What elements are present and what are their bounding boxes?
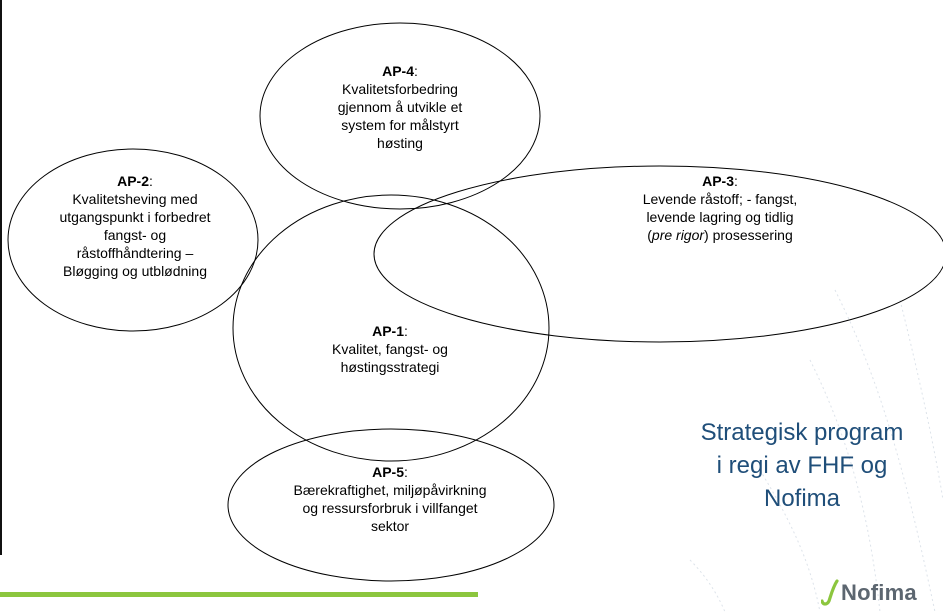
ap3-code: AP-3 — [702, 173, 734, 189]
ap3-line-3-italic: pre rigor — [651, 227, 705, 243]
ap3-line-1: Levende råstoff; - fangst, — [642, 191, 798, 207]
ap2-text: AP-2: Kvalitetsheving med utgangspunkt i… — [20, 172, 250, 280]
nofima-logo: Nofima — [821, 578, 917, 608]
background-pattern — [689, 289, 943, 612]
ellipse-ap5 — [227, 428, 555, 582]
program-line-1: Strategisk program — [700, 419, 904, 446]
left-border-line — [0, 0, 2, 555]
ap4-line-1: Kvalitetsforbedring — [342, 81, 458, 97]
ap1-line-1: Kvalitet, fangst- og — [332, 341, 448, 357]
ap3-line-2: levende lagring og tidlig — [646, 209, 794, 225]
ap3-line-3: (pre rigor) prosessering — [600, 226, 840, 244]
ellipse-ap2 — [7, 148, 259, 332]
ap3-line-3-close: ) prosessering — [704, 227, 793, 243]
ap2-line-1: Kvalitetsheving med — [72, 191, 198, 207]
ap3-line-3-open: ( — [647, 227, 652, 243]
ellipse-ap4 — [259, 22, 541, 210]
ap1-line-2: høstingsstrategi — [340, 359, 440, 375]
ap2-line-2: utgangspunkt i forbedret — [59, 209, 211, 225]
ap4-text: AP-4: Kvalitetsforbedring gjennom å utvi… — [310, 62, 490, 152]
ap4-line-2: gjennom å utvikle et — [337, 99, 463, 115]
footer-accent-bar — [0, 592, 478, 597]
ap5-text: AP-5: Bærekraftighet, miljøpåvirkning og… — [280, 463, 500, 535]
ap1-text: AP-1: Kvalitet, fangst- og høstingsstrat… — [310, 322, 470, 376]
ap4-code: AP-4 — [382, 63, 414, 79]
ap2-code: AP-2 — [117, 173, 149, 189]
ap3-text: AP-3: Levende råstoff; - fangst, levende… — [600, 172, 840, 244]
program-line-2: i regi av FHF og — [716, 452, 888, 479]
ellipse-ap1 — [232, 194, 550, 462]
ap5-code: AP-5 — [372, 464, 404, 480]
logo-text: Nofima — [841, 580, 917, 605]
ap1-code: AP-1 — [372, 323, 404, 339]
ap2-line-3: fangst- og — [103, 227, 167, 243]
nofima-swoosh-icon — [821, 579, 839, 606]
ap5-line-3: sektor — [370, 518, 410, 534]
ap5-line-2: og ressursforbruk i villfanget — [302, 500, 478, 516]
ellipse-ap3 — [373, 165, 943, 343]
ap2-line-5: Bløgging og utblødning — [63, 263, 207, 279]
ap2-line-4: råstoffhåndtering – — [76, 245, 194, 261]
program-caption: Strategisk program i regi av FHF og Nofi… — [662, 416, 942, 515]
ap4-line-4: høsting — [377, 135, 423, 151]
ap5-line-1: Bærekraftighet, miljøpåvirkning — [293, 482, 487, 498]
program-line-3: Nofima — [763, 485, 841, 512]
ap4-line-3: system for målstyrt — [341, 117, 459, 133]
